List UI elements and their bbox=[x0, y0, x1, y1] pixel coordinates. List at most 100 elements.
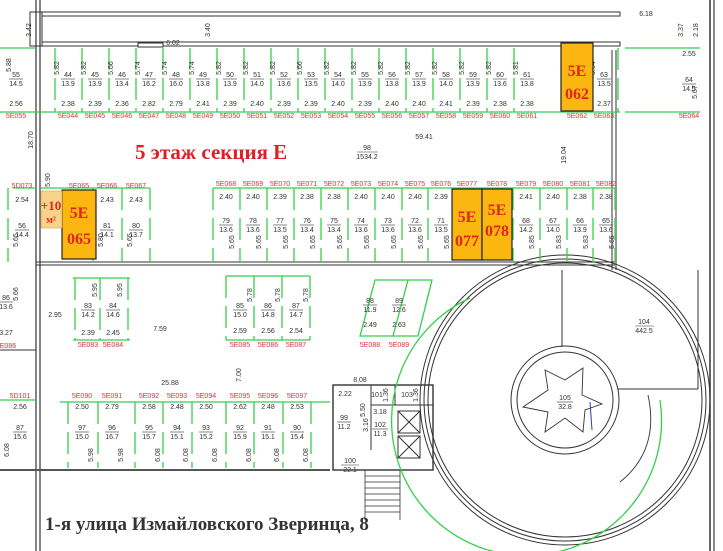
unit-area: 14.7 bbox=[289, 312, 303, 319]
unit-number: 74 bbox=[357, 218, 365, 225]
unit-area: 13.9 bbox=[358, 81, 372, 88]
unit-area: 13.8 bbox=[385, 81, 399, 88]
room-100: 100 22.1 bbox=[341, 458, 359, 474]
dim-top-right: 6.18 bbox=[639, 11, 653, 18]
unit-code: 5E052 bbox=[274, 113, 294, 120]
unit-depth: 5.82 bbox=[216, 61, 223, 75]
unit-area: 13.5 bbox=[597, 81, 611, 88]
highlighted-unit-5e065[interactable]: 5E 065 bbox=[61, 189, 97, 260]
dim-top-mid-v: 3.40 bbox=[205, 23, 212, 37]
unit-number: 52 bbox=[280, 72, 288, 79]
unit-depth: 5.82 bbox=[81, 61, 88, 75]
dim-core-top: 8.08 bbox=[353, 377, 367, 384]
unit-width: 2.48 bbox=[170, 404, 184, 411]
highlighted-unit-5e062[interactable]: 5E 062 bbox=[560, 42, 594, 112]
unit-area: 13.9 bbox=[223, 81, 237, 88]
unit-number: 78 bbox=[249, 218, 257, 225]
unit-depth: 5.98 bbox=[118, 448, 125, 462]
unit-number: 95 bbox=[145, 425, 153, 432]
highlight-label-line2: 077 bbox=[455, 233, 479, 250]
room-number: 102 bbox=[374, 422, 386, 429]
unit-width: 2.40 bbox=[331, 101, 345, 108]
unit-depth: 5.81 bbox=[513, 61, 520, 75]
unit-code: 5E050 bbox=[220, 113, 240, 120]
unit-number: 79 bbox=[222, 218, 230, 225]
unit-number: 87 bbox=[292, 303, 300, 310]
unit-code: 5E073 bbox=[351, 181, 371, 188]
unit-code: 5E051 bbox=[247, 113, 267, 120]
unit-depth: 6.08 bbox=[246, 448, 253, 462]
unit-area: 13.5 bbox=[434, 227, 448, 234]
highlighted-unit-5e078[interactable]: 5E 078 bbox=[481, 188, 513, 261]
unit-area: 13.6 bbox=[493, 81, 507, 88]
unit-number: 57 bbox=[415, 72, 423, 79]
unit-area: 13.6 bbox=[381, 227, 395, 234]
unit-number: 64 bbox=[685, 77, 693, 84]
unit-width: 2.56 bbox=[261, 328, 275, 335]
unit-number: 89 bbox=[395, 298, 403, 305]
room-101: 101 bbox=[371, 392, 383, 399]
unit-area: 14.0 bbox=[250, 81, 264, 88]
unit-code: 5E097 bbox=[287, 393, 307, 400]
unit-number: 48 bbox=[172, 72, 180, 79]
unit-code: 5E057 bbox=[409, 113, 429, 120]
room-number: 104 bbox=[638, 319, 650, 326]
highlight-label-line1: 5E bbox=[70, 205, 89, 222]
highlighted-unit-5e077[interactable]: 5E 077 bbox=[451, 188, 483, 261]
